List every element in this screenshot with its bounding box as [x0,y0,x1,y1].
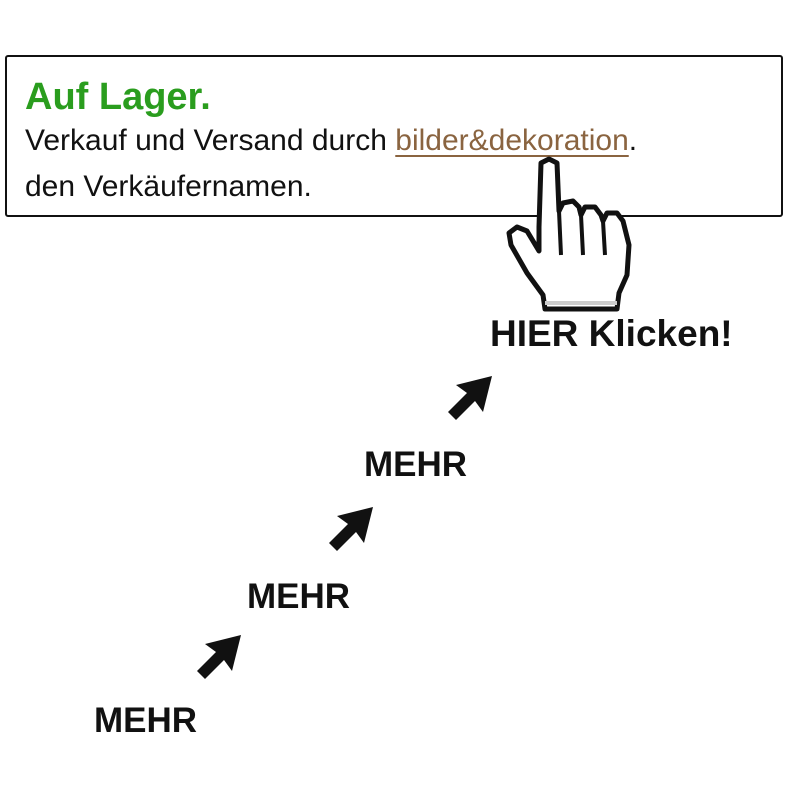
more-label: MEHR [247,577,351,616]
seller-link[interactable]: bilder&dekoration [395,124,629,157]
seller-name-hint: den Verkäufernamen. [25,170,312,203]
sold-by-prefix: Verkauf und Versand durch [25,124,396,157]
arrow-up-right-icon [448,376,492,420]
arrow-up-right-icon [329,507,373,551]
more-label: MEHR [94,701,198,740]
availability-status: Auf Lager. [25,76,211,118]
more-label: MEHR [364,445,468,484]
arrow-up-right-icon [197,635,241,679]
stock-info-box: Auf Lager. Verkauf und Versand durch bil… [5,55,783,217]
sold-by-line: Verkauf und Versand durch bilder&dekorat… [25,123,637,159]
sold-by-suffix: . [628,124,638,157]
hand-pointer-icon [506,156,632,312]
click-here-label[interactable]: HIER Klicken! [490,313,733,354]
